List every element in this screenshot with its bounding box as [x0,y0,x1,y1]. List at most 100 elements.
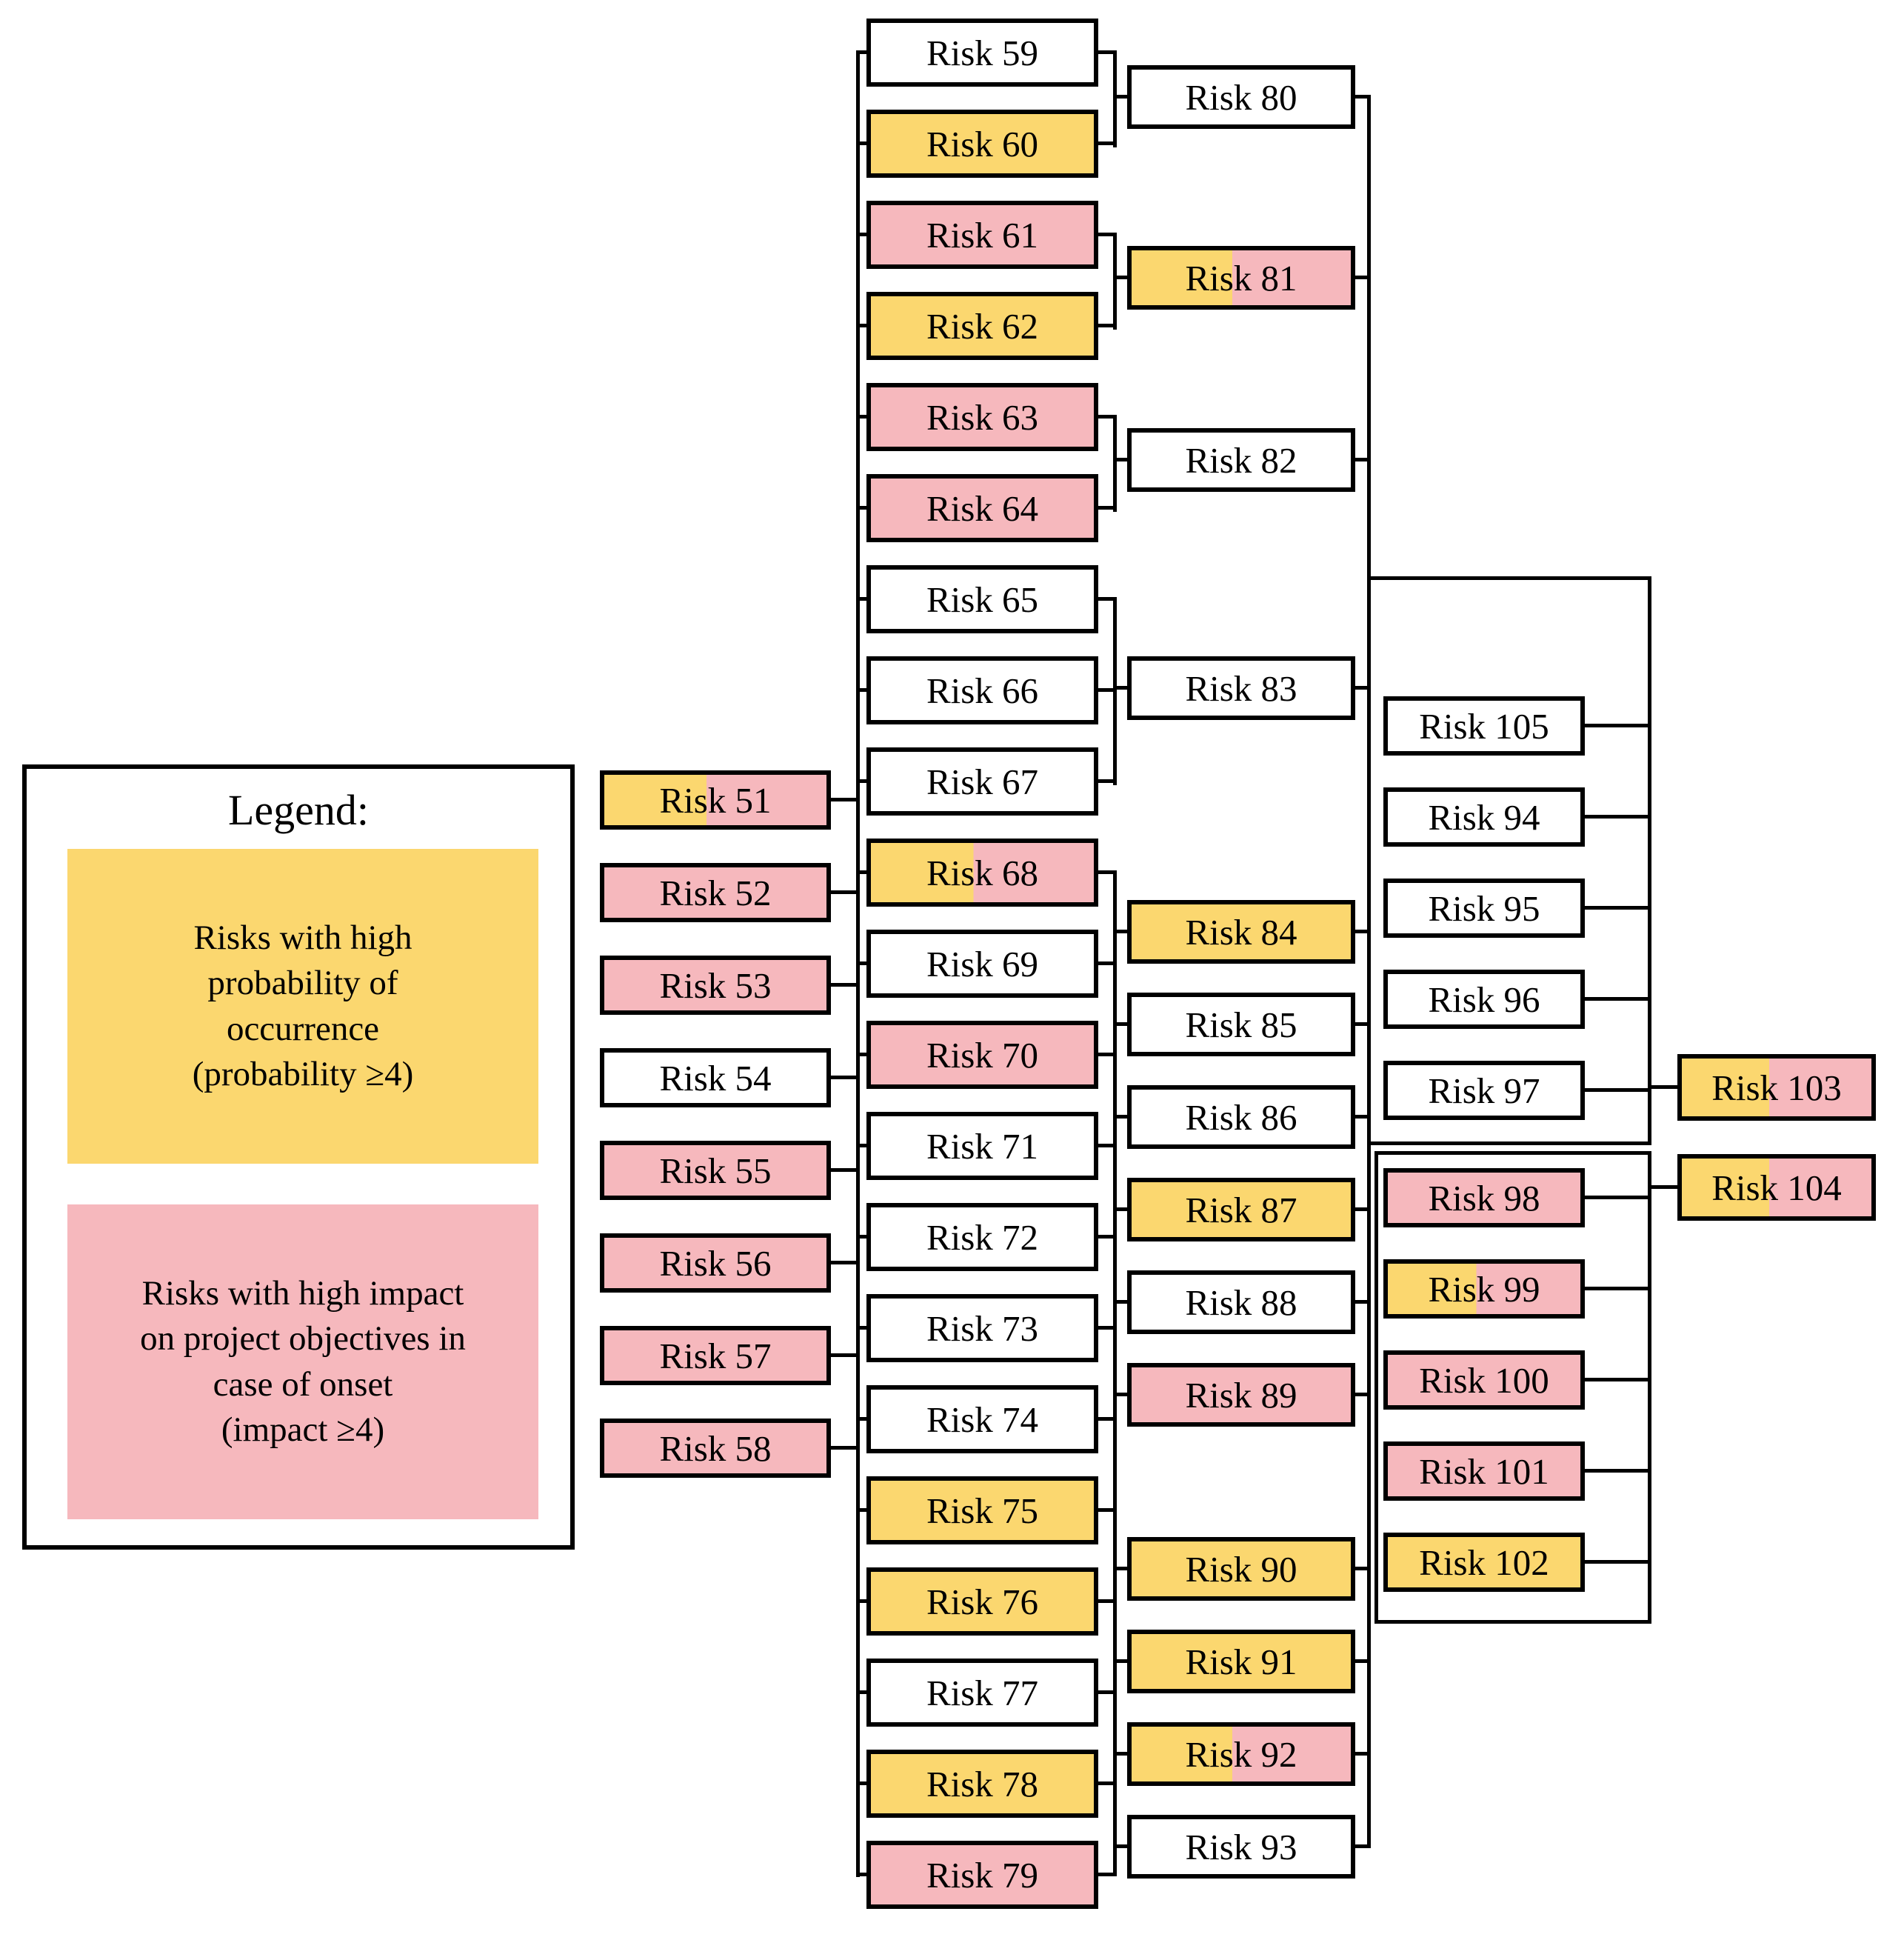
risk-box-label: Risk 66 [926,670,1039,711]
risk-box-102: Risk 102 [1383,1533,1585,1592]
risk-box-88: Risk 88 [1127,1270,1355,1334]
connector-line [1583,1560,1651,1564]
risk-box-label: Risk 100 [1419,1359,1549,1401]
risk-box-label: Risk 104 [1711,1167,1842,1208]
connector-line [1097,961,1116,965]
risk-box-label: Risk 93 [1185,1826,1297,1867]
risk-box-label: Risk 92 [1185,1733,1297,1775]
connector-line [858,870,869,874]
risk-box-103: Risk 103 [1677,1054,1876,1121]
risk-box-55: Risk 55 [600,1141,831,1200]
risk-box-label: Risk 103 [1711,1067,1842,1108]
risk-box-label: Risk 58 [659,1427,772,1469]
connector-line [1097,141,1116,145]
risk-box-74: Risk 74 [866,1385,1098,1453]
connector-line [1354,95,1369,99]
risk-box-96: Risk 96 [1383,970,1585,1029]
risk-box-84: Risk 84 [1127,900,1355,964]
connector-line [1583,1378,1651,1381]
connector-line [1354,1207,1369,1211]
risk-box-89: Risk 89 [1127,1363,1355,1427]
risk-box-label: Risk 102 [1419,1541,1549,1583]
risk-box-97: Risk 97 [1383,1061,1585,1120]
risk-box-66: Risk 66 [866,656,1098,724]
risk-box-label: Risk 62 [926,305,1039,347]
connector-line [1354,1567,1369,1570]
connector-line [1354,1393,1369,1396]
connector-line [1367,95,1371,692]
risk-box-79: Risk 79 [866,1841,1098,1909]
connector-line [1583,815,1651,819]
legend-panel: Legend: Risks with high probability of o… [22,764,575,1550]
risk-box-label: Risk 88 [1185,1281,1297,1323]
risk-box-label: Risk 55 [659,1150,772,1191]
connector-line [1115,1022,1129,1026]
risk-box-label: Risk 71 [926,1125,1039,1167]
risk-box-58: Risk 58 [600,1419,831,1478]
risk-box-label: Risk 75 [926,1490,1039,1531]
connector-line [1115,1844,1129,1848]
risk-box-53: Risk 53 [600,956,831,1015]
risk-box-label: Risk 51 [659,779,772,821]
legend-high-impact-label: Risks with high impact on project object… [140,1274,466,1449]
risk-box-73: Risk 73 [866,1294,1098,1362]
connector-line [858,50,869,54]
risk-box-label: Risk 79 [926,1854,1039,1896]
risk-box-76: Risk 76 [866,1567,1098,1636]
connector-line [1354,1022,1369,1026]
risk-box-99: Risk 99 [1383,1259,1585,1319]
connector-line [858,324,869,327]
risk-box-65: Risk 65 [866,565,1098,633]
connector-line [829,798,859,801]
connector-line [829,1076,859,1079]
risk-box-label: Risk 98 [1428,1177,1540,1219]
connector-line [858,1690,869,1694]
connector-line [1097,688,1116,692]
connector-line [1097,1873,1116,1876]
risk-box-56: Risk 56 [600,1233,831,1293]
legend-high-probability-swatch: Risks with high probability of occurrenc… [67,849,538,1164]
connector-line [1097,1781,1116,1785]
risk-box-label: Risk 59 [926,32,1039,73]
connector-line [1097,50,1116,54]
risk-box-90: Risk 90 [1127,1537,1355,1601]
risk-box-label: Risk 91 [1185,1641,1297,1682]
risk-box-label: Risk 78 [926,1763,1039,1804]
risk-box-100: Risk 100 [1383,1350,1585,1410]
risk-box-69: Risk 69 [866,930,1098,998]
risk-box-label: Risk 82 [1185,439,1297,481]
connector-line [1115,1567,1129,1570]
risk-box-60: Risk 60 [866,110,1098,178]
risk-box-52: Risk 52 [600,863,831,922]
legend-high-impact-swatch: Risks with high impact on project object… [67,1204,538,1519]
risk-box-81: Risk 81 [1127,246,1355,310]
risk-box-label: Risk 94 [1428,796,1540,838]
connector-line [1113,233,1117,330]
risk-box-label: Risk 76 [926,1581,1039,1622]
risk-box-57: Risk 57 [600,1326,831,1385]
risk-box-94: Risk 94 [1383,787,1585,847]
connector-line [829,983,859,987]
connector-line [1354,1752,1369,1756]
connector-line [858,1599,869,1603]
connector-line [858,141,869,145]
legend-high-probability-label: Risks with high probability of occurrenc… [192,919,414,1093]
connector-line [1583,906,1651,910]
connector-line [1115,276,1129,279]
connector-line [858,1326,869,1330]
connector-line [829,890,859,894]
connector-line [1354,1115,1369,1119]
risk-box-101: Risk 101 [1383,1441,1585,1501]
risk-box-label: Risk 90 [1185,1548,1297,1590]
connector-line [1115,1300,1129,1304]
group-container-risks-98-102 [1374,1151,1651,1624]
connector-line [1097,1235,1116,1239]
risk-box-label: Risk 60 [926,123,1039,164]
connector-line [1115,1115,1129,1119]
connector-line [1583,1088,1651,1092]
risk-box-label: Risk 57 [659,1335,772,1376]
risk-box-label: Risk 53 [659,964,772,1006]
connector-line [1113,870,1117,1876]
connector-line [1097,1690,1116,1694]
